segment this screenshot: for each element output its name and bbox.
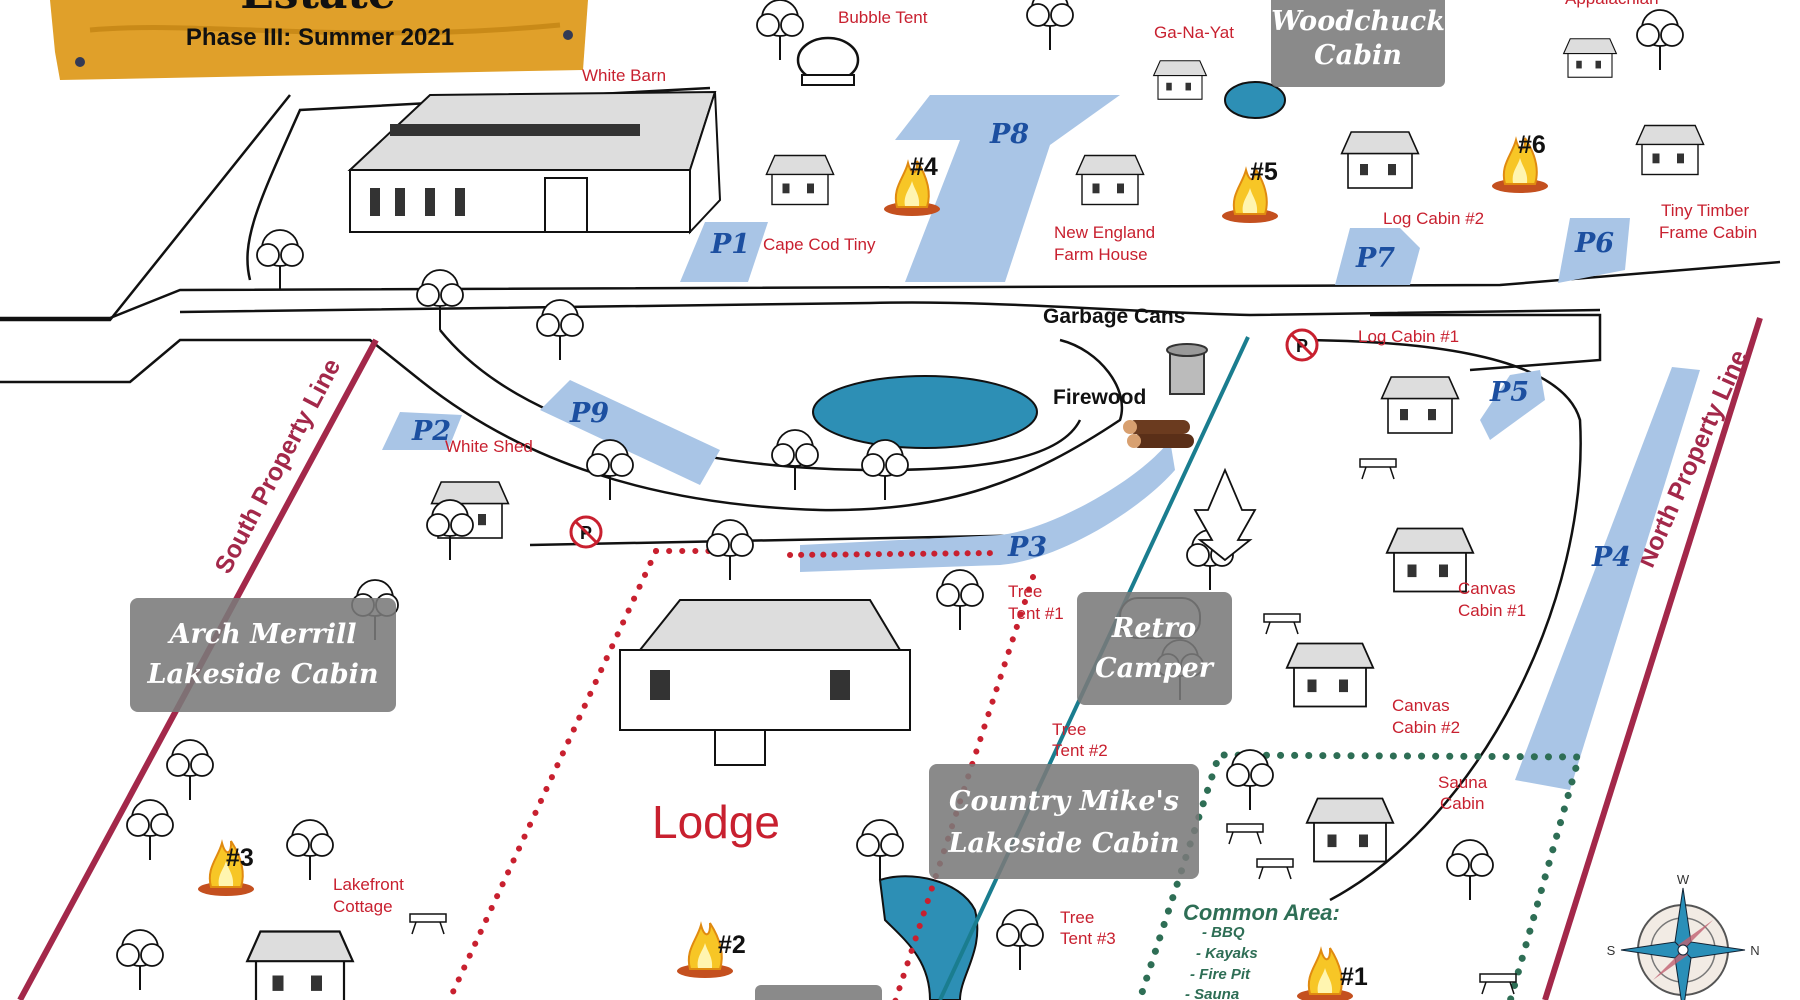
svg-text:Canvas: Canvas — [1392, 696, 1450, 715]
parking-label-p4: P4 — [1591, 542, 1631, 573]
north-property-line — [1542, 317, 1763, 1000]
hot-tub — [1224, 81, 1286, 119]
svg-text:Tiny Timber: Tiny Timber — [1661, 201, 1750, 220]
svg-text:Ga-Na-Yat: Ga-Na-Yat — [1154, 23, 1234, 42]
svg-text:S: S — [1607, 943, 1616, 958]
svg-text:Woodchuck: Woodchuck — [1271, 6, 1445, 37]
svg-text:- Kayaks: - Kayaks — [1196, 945, 1258, 962]
location-labels: White Barn Bubble Tent Ga-Na-Yat Appalac… — [333, 0, 1757, 948]
roads — [0, 86, 1781, 902]
canvas-cabin-2 — [1285, 642, 1375, 708]
svg-text:Canvas: Canvas — [1458, 579, 1516, 598]
svg-text:- Fire Pit: - Fire Pit — [1190, 966, 1251, 983]
arch-merrill-box: Arch Merrill Lakeside Cabin — [130, 598, 396, 712]
svg-text:Bubble Tent: Bubble Tent — [838, 8, 928, 27]
sauna-cabin — [1305, 797, 1395, 863]
svg-text:W: W — [1677, 872, 1690, 887]
svg-text:Estate: Estate — [240, 0, 395, 19]
south-property-line-label: South Property Line — [209, 354, 346, 578]
bubble-tent — [796, 36, 860, 86]
svg-text:- BBQ: - BBQ — [1202, 924, 1245, 941]
parking-label-p5: P5 — [1489, 377, 1529, 408]
parking-label-p1: P1 — [710, 229, 750, 260]
fire-pit-1-label: #1 — [1340, 963, 1368, 991]
svg-text:Log Cabin #1: Log Cabin #1 — [1358, 327, 1459, 346]
svg-text:Frame Cabin: Frame Cabin — [1659, 223, 1757, 242]
svg-text:Cottage: Cottage — [333, 897, 393, 916]
retro-camper-box: Retro Camper — [1077, 592, 1232, 705]
svg-text:New England: New England — [1054, 223, 1155, 242]
fire-pit-5-label: #5 — [1250, 158, 1278, 186]
fire-pit-6-label: #6 — [1518, 131, 1546, 159]
svg-text:N: N — [1750, 943, 1759, 958]
svg-text:Sauna: Sauna — [1438, 773, 1488, 792]
svg-text:Camper: Camper — [1095, 653, 1215, 684]
svg-text:Retro: Retro — [1111, 613, 1196, 644]
common-area-legend: Common Area: - BBQ - Kayaks - Fire Pit -… — [1183, 900, 1340, 1000]
pond — [812, 375, 1038, 449]
compass-rose-icon: W S N — [1607, 872, 1760, 1000]
svg-text:Tree: Tree — [1060, 908, 1094, 927]
svg-text:Country Mike's: Country Mike's — [949, 786, 1179, 817]
parking-label-p7: P7 — [1355, 243, 1395, 274]
firewood-label: Firewood — [1053, 386, 1146, 409]
trees — [116, 0, 1684, 991]
garbage-cans-label: Garbage Cans — [1043, 305, 1185, 328]
parking-label-p9: P9 — [569, 398, 609, 429]
parking-label-p8: P8 — [989, 119, 1029, 150]
svg-text:Cabin #1: Cabin #1 — [1458, 601, 1526, 620]
lakefront-cottage — [246, 930, 354, 1000]
svg-text:Tent #1: Tent #1 — [1008, 604, 1064, 623]
svg-text:Lakeside Cabin: Lakeside Cabin — [146, 659, 378, 690]
appalachian — [1563, 38, 1617, 78]
parking-label-p3: P3 — [1007, 532, 1047, 563]
svg-text:Farm House: Farm House — [1054, 245, 1148, 264]
svg-text:Common Area:: Common Area: — [1183, 900, 1340, 925]
lodge-building — [619, 599, 911, 766]
svg-text:White Barn: White Barn — [582, 66, 666, 85]
parking-sign-icon: P — [1285, 328, 1319, 362]
svg-text:Tree: Tree — [1008, 582, 1042, 601]
svg-text:Cabin: Cabin — [1440, 794, 1484, 813]
fire-pit-3-label: #3 — [226, 844, 254, 872]
woodchuck-cabin-box: Woodchuck Cabin — [1271, 0, 1445, 87]
lake-label-box — [755, 985, 882, 1000]
firewood-icon — [1123, 420, 1194, 448]
log-cabin-2 — [1340, 131, 1420, 189]
garbage-can-icon — [1166, 343, 1208, 395]
new-england-farm-house — [1075, 154, 1145, 206]
svg-text:Lakefront: Lakefront — [333, 875, 404, 894]
svg-text:Tree: Tree — [1052, 720, 1086, 739]
title-sign: Estate Phase III: Summer 2021 — [50, 0, 588, 80]
ga-na-yat — [1153, 60, 1207, 100]
parking-areas — [382, 95, 1700, 790]
cape-cod-tiny — [765, 154, 835, 206]
svg-text:Lakeside Cabin: Lakeside Cabin — [947, 828, 1179, 859]
log-cabin-1 — [1380, 376, 1460, 434]
svg-text:Cabin: Cabin — [1314, 40, 1402, 71]
svg-text:Phase III: Summer 2021: Phase III: Summer 2021 — [186, 24, 454, 51]
country-mikes-box: Country Mike's Lakeside Cabin — [929, 764, 1199, 879]
lake — [878, 875, 979, 1000]
fire-pit-2-label: #2 — [718, 931, 746, 959]
svg-text:Arch Merrill: Arch Merrill — [167, 619, 357, 650]
fire-pit-4-label: #4 — [910, 153, 938, 181]
parking-sign-icon: P — [569, 515, 603, 549]
parking-label-p6: P6 — [1574, 228, 1614, 259]
svg-text:Tent #2: Tent #2 — [1052, 741, 1108, 760]
svg-text:Log Cabin #2: Log Cabin #2 — [1383, 209, 1484, 228]
svg-text:White Shed: White Shed — [445, 437, 533, 456]
white-barn — [347, 90, 722, 235]
svg-text:- Sauna: - Sauna — [1185, 986, 1239, 1000]
svg-text:Tent #3: Tent #3 — [1060, 929, 1116, 948]
lodge-label: Lodge — [652, 796, 780, 848]
svg-text:Cabin #2: Cabin #2 — [1392, 718, 1460, 737]
lodge-trail — [445, 548, 659, 1000]
tiny-timber-frame-cabin — [1635, 124, 1705, 176]
svg-text:Cape Cod Tiny: Cape Cod Tiny — [763, 235, 876, 254]
p3-trail — [787, 550, 1001, 558]
svg-text:Appalachian: Appalachian — [1565, 0, 1659, 8]
parking-label-p2: P2 — [411, 416, 451, 447]
